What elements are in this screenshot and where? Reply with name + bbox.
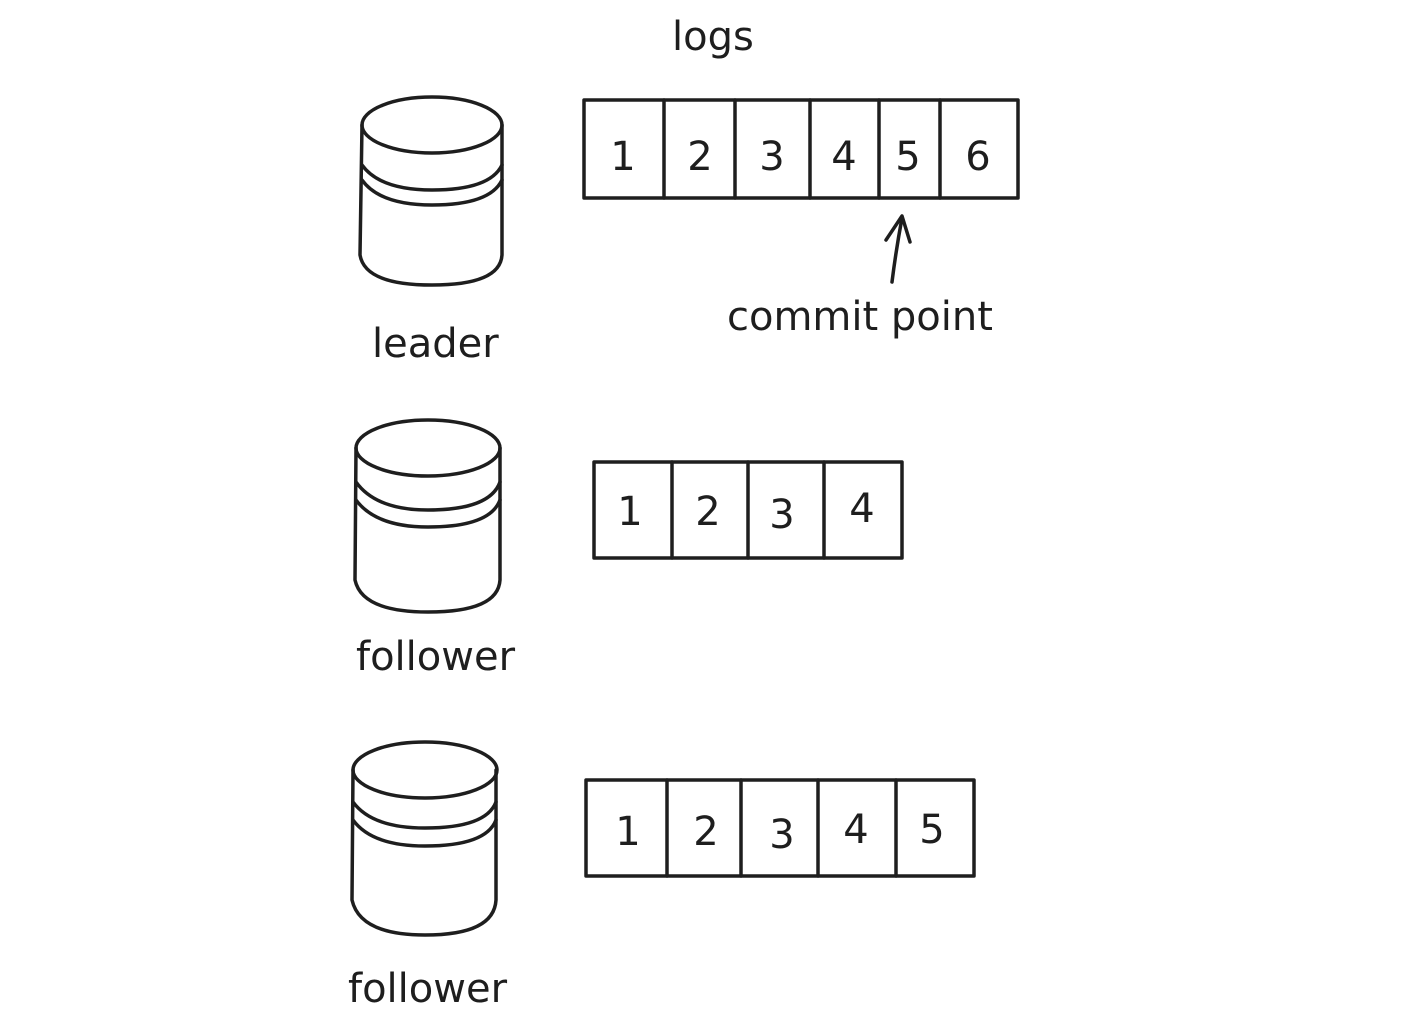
database-cylinder-icon: [350, 740, 499, 937]
node-role-label: leader: [372, 321, 499, 367]
log-entry: 3: [769, 812, 794, 858]
log-entry: 1: [610, 134, 635, 180]
leader-log: 1 2 3 4 5 6: [582, 98, 1020, 200]
log-box-outline: [584, 778, 976, 878]
follower-1-log: 1 2 3 4: [592, 460, 904, 560]
node-role-label: follower: [356, 634, 516, 680]
log-entry: 2: [687, 134, 712, 180]
follower-2-log: 1 2 3 4 5: [584, 778, 976, 878]
log-entry: 4: [849, 486, 874, 532]
log-entry: 5: [895, 134, 920, 180]
node-role-label: follower: [348, 966, 508, 1012]
logs-title: logs: [672, 14, 754, 60]
commit-point-label: commit point: [727, 294, 993, 340]
follower-node: follower: [353, 418, 516, 680]
database-cylinder-icon: [353, 418, 502, 614]
arrow-up-icon: [884, 214, 912, 284]
log-entry: 5: [919, 807, 944, 853]
log-entry: 3: [759, 134, 784, 180]
database-cylinder-icon: [358, 95, 504, 287]
log-box-outline: [582, 98, 1020, 200]
leader-node: leader: [358, 95, 504, 367]
log-entry: 1: [617, 489, 642, 535]
log-box-outline: [592, 460, 904, 560]
log-entry: 4: [831, 134, 856, 180]
log-entry: 6: [965, 134, 990, 180]
log-entry: 2: [695, 489, 720, 535]
log-entry: 1: [615, 809, 640, 855]
log-entry: 3: [769, 492, 794, 538]
log-entry: 2: [693, 809, 718, 855]
log-entry: 4: [843, 807, 868, 853]
follower-node: follower: [348, 740, 508, 1012]
